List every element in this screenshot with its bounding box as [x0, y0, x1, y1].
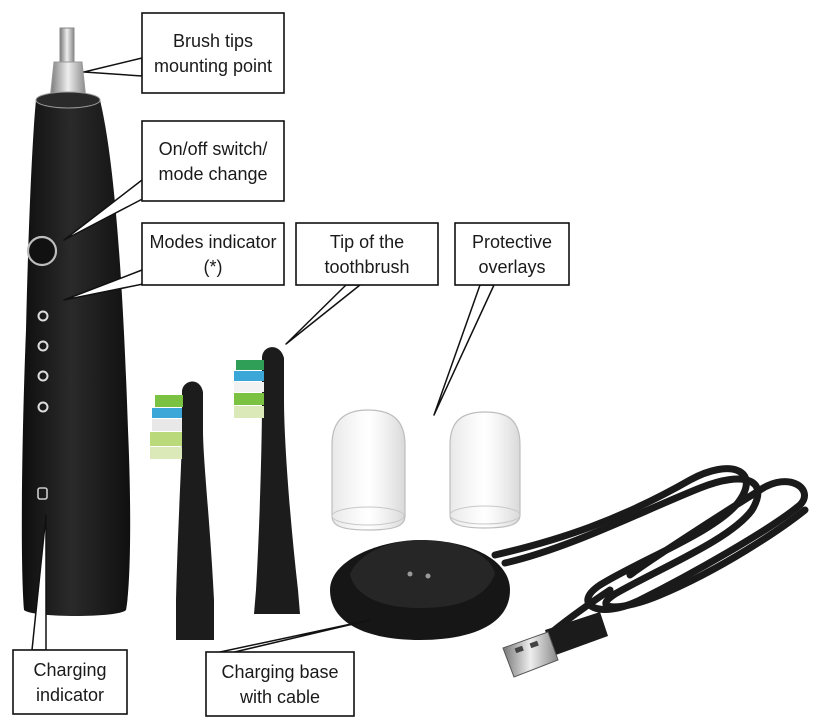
callout-brush-tips: Brush tips mounting point: [141, 12, 285, 94]
callout-tip-line2: toothbrush: [324, 257, 409, 277]
callout-charging-indicator-line2: indicator: [36, 685, 104, 705]
usb-plug: [502, 612, 608, 678]
callout-charging-base-line1: Charging base: [221, 662, 338, 682]
on-off-button: [26, 235, 58, 267]
callout-overlays-line2: overlays: [478, 257, 545, 277]
callout-on-off-line1: On/off switch/: [159, 139, 268, 159]
callout-charging-indicator-line1: Charging: [33, 660, 106, 680]
callout-overlays-line1: Protective: [472, 232, 552, 252]
callout-on-off-switch: On/off switch/ mode change: [141, 120, 285, 202]
callout-on-off-line2: mode change: [158, 164, 267, 184]
mode-indicator-1: [37, 310, 49, 322]
callout-modes-indicator: Modes indicator (*): [141, 222, 285, 286]
mode-indicator-4: [37, 401, 49, 413]
callout-charging-indicator: Charging indicator: [12, 649, 128, 715]
callout-brush-tips-line2: mounting point: [154, 56, 272, 76]
callout-charging-base-line2: with cable: [239, 687, 320, 707]
charging-base: [330, 540, 510, 640]
callout-pointers: [31, 57, 495, 656]
protective-cap-left: [331, 409, 406, 531]
callout-protective-overlays: Protective overlays: [454, 222, 570, 286]
brush-head-right: [234, 347, 300, 614]
protective-cap-right: [449, 411, 521, 529]
callout-modes-line1: Modes indicator: [149, 232, 276, 252]
callout-modes-line2: (*): [204, 257, 223, 277]
mode-indicator-2: [37, 340, 49, 352]
callout-tip-line1: Tip of the: [330, 232, 404, 252]
charging-indicator-light: [37, 487, 48, 500]
mode-indicator-3: [37, 370, 49, 382]
brush-head-left: [150, 381, 214, 640]
toothbrush-handle: [21, 27, 131, 616]
callout-tip-of-toothbrush: Tip of the toothbrush: [295, 222, 439, 286]
callout-charging-base: Charging base with cable: [205, 651, 355, 717]
charging-cable: [491, 465, 809, 642]
callout-brush-tips-line1: Brush tips: [173, 31, 253, 51]
